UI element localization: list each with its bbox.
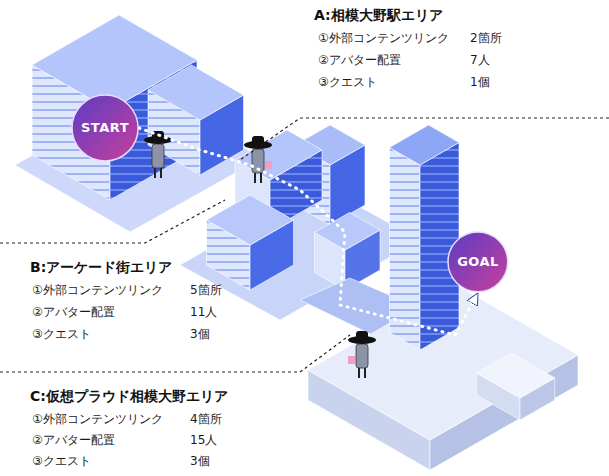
goal-badge: GOAL [447, 231, 509, 293]
item-count: 4箇所 [190, 412, 222, 427]
buildings [15, 15, 578, 470]
area-heading: A:相模大野駅エリア [314, 6, 443, 24]
item-name: ①外部コンテンツリンク [32, 283, 163, 298]
item-count: 1個 [470, 75, 490, 90]
badge-text: START [81, 120, 129, 136]
item-name: ②アバター配置 [32, 305, 115, 320]
item-count: 3個 [190, 454, 210, 469]
item-name: ③クエスト [32, 327, 91, 342]
start-badge: START [71, 94, 139, 162]
area-heading: C:仮想プラウド相模大野エリア [30, 387, 228, 405]
item-name: ①外部コンテンツリンク [32, 412, 163, 427]
item-count: 7人 [470, 53, 490, 68]
item-count: 3個 [190, 327, 210, 342]
item-name: ①外部コンテンツリンク [318, 31, 449, 46]
route-arrow [139, 128, 478, 335]
avatars [144, 131, 376, 378]
item-name: ③クエスト [318, 75, 377, 90]
item-count: 5箇所 [190, 283, 222, 298]
item-count: 11人 [190, 305, 217, 320]
item-count: 2箇所 [470, 31, 502, 46]
item-name: ②アバター配置 [318, 53, 401, 68]
item-count: 15人 [190, 433, 217, 448]
item-name: ③クエスト [32, 454, 91, 469]
badge-text: GOAL [457, 254, 499, 270]
item-name: ②アバター配置 [32, 433, 115, 448]
area-heading: B:アーケード街エリア [30, 258, 172, 276]
badge-fill [448, 232, 508, 292]
badge-fill [72, 95, 138, 161]
